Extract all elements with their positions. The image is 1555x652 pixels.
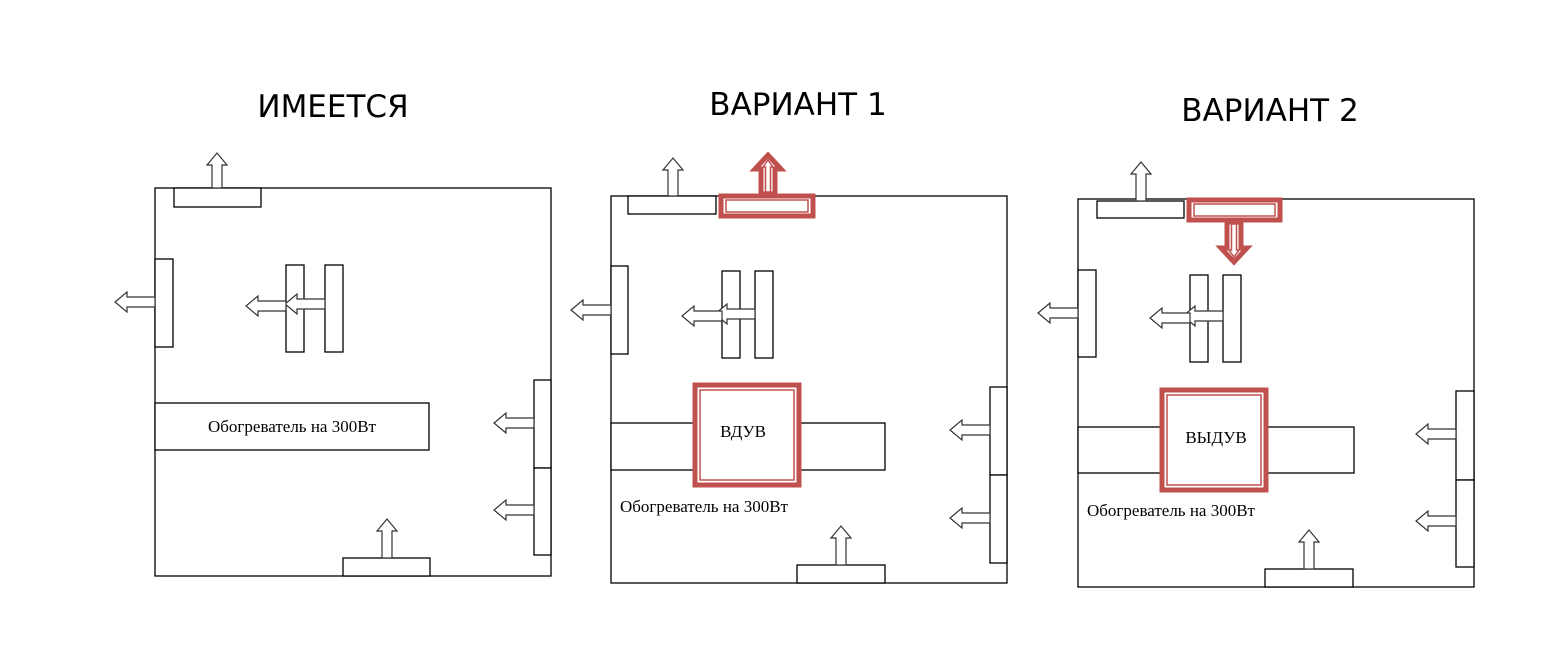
arrow-up-icon bbox=[375, 518, 399, 559]
arrow-up-icon bbox=[749, 151, 787, 197]
new-top-vent-highlighted bbox=[718, 193, 816, 219]
panel-title-variant-1: ВАРИАНТ 1 bbox=[709, 87, 886, 123]
arrow-left-icon bbox=[493, 498, 535, 522]
room-variant-1: ВДУВ Обогреватель на 300Вт bbox=[610, 193, 1008, 584]
arrow-left-icon bbox=[949, 418, 991, 442]
arrow-up-icon bbox=[661, 157, 685, 197]
bottom-vent bbox=[342, 557, 431, 577]
room-outline bbox=[610, 195, 1008, 584]
arrow-left-icon bbox=[1149, 306, 1191, 330]
exhaust-unit-box: ВЫДУВ bbox=[1159, 387, 1269, 493]
heater-label: Обогреватель на 300Вт bbox=[1087, 501, 1256, 520]
arrow-inner-outline bbox=[761, 158, 775, 193]
arrow-inner-outline bbox=[1227, 223, 1241, 259]
arrow-left-icon bbox=[245, 294, 287, 318]
right-wall-vent bbox=[1455, 479, 1475, 568]
bottom-vent bbox=[796, 564, 886, 584]
arrow-left-icon bbox=[1415, 509, 1457, 533]
airflow-arrows bbox=[114, 151, 1457, 570]
unit-label: ВДУВ bbox=[720, 422, 766, 441]
arrow-up-icon bbox=[1129, 161, 1153, 202]
right-wall-vent bbox=[989, 386, 1008, 476]
supply-unit-box: ВДУВ bbox=[692, 382, 802, 488]
bottom-vent bbox=[1264, 568, 1354, 588]
arrow-up-icon bbox=[829, 525, 853, 566]
room-variant-2: ВЫДУВ Обогреватель на 300Вт bbox=[1077, 197, 1475, 588]
arrow-up-icon bbox=[1297, 529, 1321, 570]
arrow-left-icon bbox=[284, 292, 326, 316]
arrow-left-icon bbox=[114, 290, 156, 314]
right-wall-vent bbox=[533, 467, 552, 556]
arrow-left-icon bbox=[570, 298, 612, 322]
top-vent bbox=[627, 195, 717, 215]
top-vent bbox=[173, 187, 262, 208]
arrow-up-icon bbox=[205, 152, 229, 189]
new-top-vent-highlighted bbox=[1186, 197, 1283, 223]
partition-bar bbox=[1222, 274, 1242, 363]
partition-bar bbox=[324, 264, 344, 353]
panel-title-existing: ИМЕЕТСЯ bbox=[257, 89, 408, 125]
left-wall-vent bbox=[1077, 269, 1097, 358]
heater-label: Обогреватель на 300Вт bbox=[620, 497, 789, 516]
unit-label: ВЫДУВ bbox=[1185, 428, 1246, 447]
arrow-down-icon bbox=[1215, 219, 1253, 266]
left-wall-vent bbox=[610, 265, 629, 355]
right-wall-vent bbox=[1455, 390, 1475, 481]
arrow-left-icon bbox=[681, 304, 723, 328]
arrow-left-icon bbox=[1415, 422, 1457, 446]
arrow-left-icon bbox=[1182, 304, 1224, 328]
heater-label: Обогреватель на 300Вт bbox=[208, 417, 377, 436]
left-wall-vent bbox=[154, 258, 174, 348]
arrow-left-icon bbox=[493, 411, 535, 435]
partition-bar bbox=[754, 270, 774, 359]
room-outline bbox=[1077, 198, 1475, 588]
heater bbox=[154, 402, 430, 451]
arrow-left-icon bbox=[714, 302, 756, 326]
room-outline bbox=[154, 187, 552, 577]
arrow-left-icon bbox=[949, 506, 991, 530]
panel-title-variant-2: ВАРИАНТ 2 bbox=[1181, 93, 1358, 129]
top-vent bbox=[1096, 200, 1185, 219]
arrow-left-icon bbox=[1037, 301, 1079, 325]
right-wall-vent bbox=[533, 379, 552, 469]
right-wall-vent bbox=[989, 474, 1008, 564]
room-existing: Обогреватель на 300Вт bbox=[154, 187, 552, 577]
